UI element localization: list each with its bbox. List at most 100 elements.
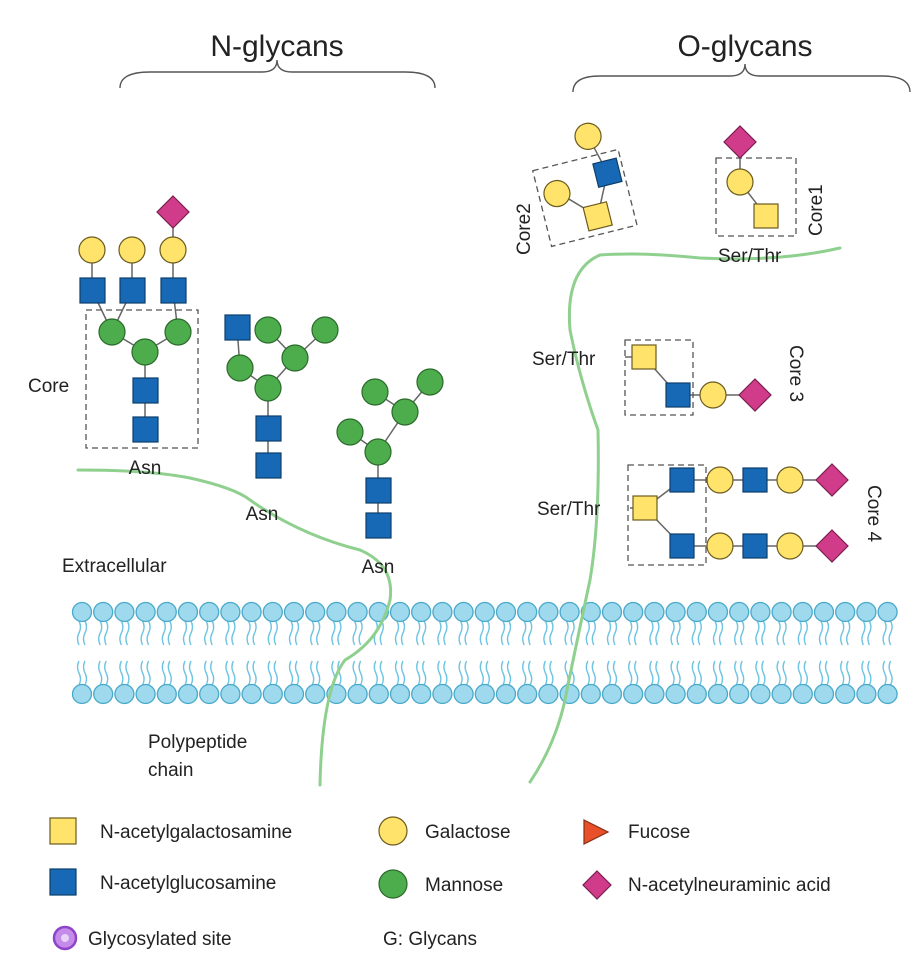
legend-galnac-icon (49, 817, 77, 845)
asn-label-1: Asn (129, 458, 162, 479)
lipid-tail (564, 620, 575, 686)
lipid-tail (670, 620, 681, 686)
lipid-head (474, 683, 495, 705)
n-glycan-1: Core Asn (28, 195, 199, 479)
legend: N-acetylgalactosamine Galactose Fucose N… (49, 816, 831, 951)
lipid-tail (394, 620, 406, 686)
legend-mannose-label: Mannose (425, 875, 503, 896)
lipid-head (411, 683, 432, 705)
legend-galactose-icon (378, 816, 408, 846)
lipid-head (835, 601, 856, 623)
lipid-head (792, 683, 813, 705)
lipid-head (813, 601, 835, 623)
n-glycan-2: Asn (224, 314, 339, 525)
lipid-tail (310, 620, 321, 686)
lipid-head (262, 601, 283, 623)
glcnac-icon (365, 512, 392, 539)
lipid-head (305, 601, 326, 623)
glcnac-icon (255, 415, 282, 442)
lipid-tail (882, 620, 893, 686)
lipid-head (156, 601, 177, 623)
glcnac-icon (592, 157, 623, 188)
lipid-head (707, 601, 729, 623)
galnac-icon (753, 203, 779, 229)
lipid-head (389, 683, 411, 705)
lipid-head (559, 683, 580, 705)
legend-glycans-label: G: Glycans (383, 929, 477, 950)
galactose-icon (78, 236, 106, 264)
lipid-tail (755, 620, 766, 686)
galactose-icon (706, 466, 734, 494)
lipid-head (601, 683, 623, 705)
extracellular-label: Extracellular (62, 556, 167, 577)
lipid-head (411, 601, 432, 623)
lipid-head (432, 601, 453, 623)
lipid-tail (331, 620, 342, 686)
lipid-tail (840, 620, 851, 686)
core3-box (624, 339, 694, 416)
lipid-head (771, 683, 792, 705)
o-glycans-brace (572, 63, 911, 93)
lipid-head (665, 683, 686, 705)
lipid-head (474, 601, 495, 623)
lipid-head (453, 683, 474, 705)
lipid-head (93, 683, 114, 705)
lipid-tail (628, 620, 639, 686)
lipid-tail (119, 620, 130, 686)
ser-thr-label-2: Ser/Thr (532, 349, 596, 370)
lipid-tail (776, 620, 787, 686)
lipid-head (114, 683, 135, 705)
lipid-head (368, 683, 389, 705)
legend-neuraminic-acid-icon (582, 870, 612, 900)
lipid-head (538, 601, 559, 623)
lipid-tail (246, 620, 257, 686)
polypeptide-label-line1: Polypeptide (148, 732, 247, 753)
lipid-head (729, 601, 750, 623)
lipid-tail (691, 620, 702, 686)
neuraminic-acid-icon (815, 463, 849, 497)
lipid-head (813, 683, 835, 705)
lipid-bilayer (71, 601, 898, 705)
lipid-head (750, 601, 771, 623)
mannose-icon (164, 318, 192, 346)
lipid-tail (479, 620, 490, 686)
galactose-icon (699, 381, 727, 409)
lipid-head (220, 601, 241, 623)
neuraminic-acid-icon (723, 125, 757, 159)
lipid-tail (585, 620, 596, 686)
lipid-tail (161, 620, 172, 686)
lipid-head (199, 601, 220, 623)
galactose-icon (574, 122, 602, 150)
galnac-icon (631, 344, 657, 370)
lipid-head (877, 601, 898, 623)
lipid-tail (458, 620, 469, 686)
lipid-head (623, 601, 644, 623)
lipid-head (347, 683, 368, 705)
lipid-head (135, 683, 156, 705)
lipid-head (856, 601, 877, 623)
galnac-icon (632, 495, 658, 521)
lipid-tail (861, 620, 872, 686)
mannose-icon (131, 338, 159, 366)
lipid-head (580, 601, 601, 623)
lipid-head (644, 683, 665, 705)
n-glycans-brace (119, 59, 436, 89)
lipid-head (283, 601, 305, 623)
glcnac-icon (132, 377, 159, 404)
lipid-tail (204, 620, 215, 686)
lipid-head (623, 683, 644, 705)
galactose-icon (543, 179, 571, 208)
lipid-head (644, 601, 665, 623)
mannose-icon (391, 398, 419, 426)
legend-galactose-label: Galactose (425, 822, 511, 843)
galnac-icon (582, 201, 613, 232)
lipid-head (495, 601, 517, 623)
mannose-icon (336, 418, 364, 446)
lipid-head (177, 683, 199, 705)
neuraminic-acid-icon (815, 529, 849, 563)
lipid-tail (182, 620, 194, 686)
lipid-tail (76, 620, 88, 686)
lipid-head (432, 683, 453, 705)
galactose-icon (118, 236, 146, 264)
lipid-head (389, 601, 411, 623)
